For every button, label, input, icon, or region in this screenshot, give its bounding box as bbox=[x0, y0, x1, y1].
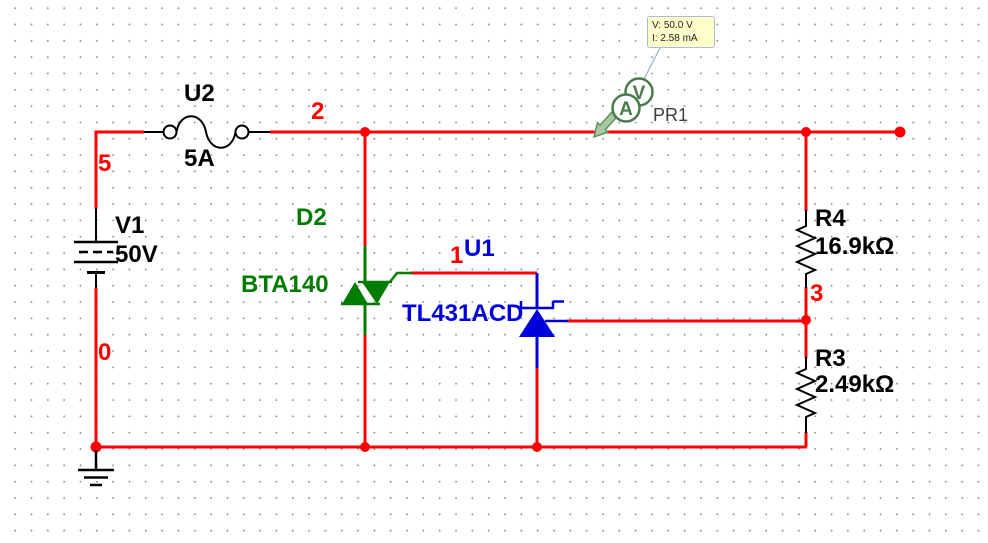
probe-voltage-readout: V: 50.0 V bbox=[652, 20, 693, 31]
resistor-r3-symbol[interactable] bbox=[794, 357, 818, 433]
probe-tooltip-connector bbox=[643, 47, 661, 80]
shunt-regulator-value-label[interactable]: TL431ACD bbox=[402, 300, 524, 327]
net-label-0: 0 bbox=[98, 339, 112, 366]
fuse-ref-label[interactable]: U2 bbox=[184, 80, 215, 107]
fuse-symbol[interactable] bbox=[144, 115, 270, 149]
probe-readout-tooltip: V: 50.0 V I: 2.58 mA bbox=[647, 16, 715, 48]
r3-value-label[interactable]: 2.49kΩ bbox=[815, 371, 895, 398]
net-label-5: 5 bbox=[98, 150, 112, 177]
battery-symbol[interactable] bbox=[74, 208, 118, 288]
source-value-label[interactable]: 50V bbox=[115, 241, 158, 268]
probe-pr1[interactable]: V A bbox=[592, 47, 661, 139]
r3-ref-label[interactable]: R3 bbox=[815, 345, 846, 372]
tl431-symbol[interactable] bbox=[519, 273, 568, 368]
resistor-r4-symbol[interactable] bbox=[794, 210, 818, 288]
ground-symbol[interactable] bbox=[78, 450, 114, 487]
r4-value-label[interactable]: 16.9kΩ bbox=[815, 233, 895, 260]
net-label-3: 3 bbox=[810, 280, 824, 307]
triac-ref-label[interactable]: D2 bbox=[296, 204, 327, 231]
net-label-2: 2 bbox=[311, 98, 325, 125]
r4-ref-label[interactable]: R4 bbox=[815, 205, 846, 232]
net-label-1: 1 bbox=[450, 242, 464, 269]
triac-symbol[interactable] bbox=[341, 246, 412, 335]
wire-net2-top-rail[interactable] bbox=[94, 130, 900, 134]
triac-value-label[interactable]: BTA140 bbox=[241, 271, 329, 298]
fuse-value-label[interactable]: 5A bbox=[184, 145, 215, 172]
junction-dots bbox=[90, 126, 906, 453]
probe-current-readout: I: 2.58 mA bbox=[652, 33, 698, 44]
svg-text:A: A bbox=[619, 99, 633, 120]
probe-ammeter-icon: A bbox=[611, 93, 641, 123]
probe-ref-label[interactable]: PR1 bbox=[653, 105, 689, 125]
shunt-regulator-ref-label[interactable]: U1 bbox=[464, 235, 495, 262]
source-ref-label[interactable]: V1 bbox=[115, 212, 145, 239]
